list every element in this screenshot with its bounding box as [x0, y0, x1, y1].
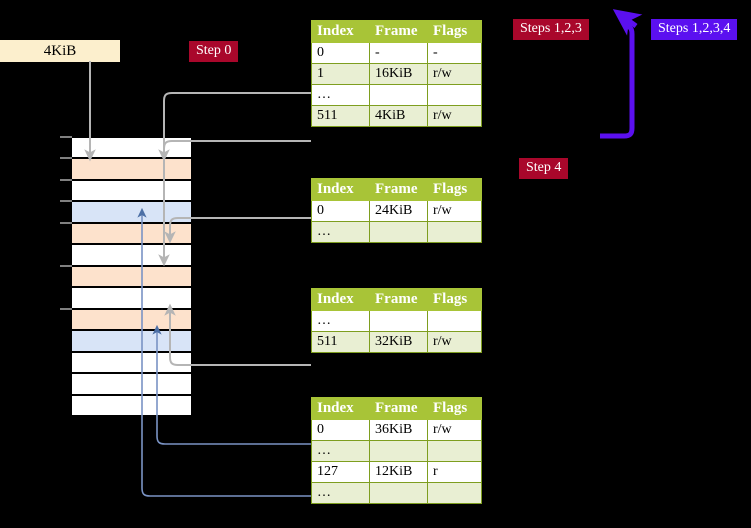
column-header-frame: Frame [369, 288, 428, 311]
cell-index: 1 [311, 63, 370, 85]
column-header-frame: Frame [369, 178, 428, 201]
cell-frame: 36KiB [369, 419, 428, 441]
cell-frame [369, 440, 428, 462]
column-header-frame: Frame [369, 20, 428, 43]
badge-step-0: Step 0 [189, 41, 239, 62]
cell-frame: 16KiB [369, 63, 428, 85]
cell-frame: 12KiB [369, 461, 428, 483]
memory-tick-mark [60, 200, 72, 203]
cell-flags [427, 221, 482, 243]
memory-frame-row [72, 394, 191, 416]
cell-flags: r/w [427, 200, 482, 222]
cell-flags: - [427, 42, 482, 64]
memory-frame-row [72, 137, 191, 159]
cell-flags: r/w [427, 419, 482, 441]
memory-frame-row [72, 179, 191, 202]
column-header-index: Index [311, 397, 370, 420]
page-size-label: 4KiB [0, 40, 120, 62]
cell-frame: - [369, 42, 428, 64]
cell-index: 0 [311, 419, 370, 441]
memory-frame-row [72, 244, 191, 266]
physical-memory-column [71, 136, 191, 416]
table-row: … [311, 310, 482, 332]
wire-pt2-row511-to-memory [164, 303, 311, 366]
memory-tick-mark [60, 178, 72, 181]
wire-steps-loop-arrow [600, 23, 635, 139]
cell-frame: 32KiB [369, 331, 428, 353]
cell-index: 0 [311, 42, 370, 64]
cell-flags [427, 310, 482, 332]
cell-frame [369, 221, 428, 243]
cell-index: … [311, 310, 370, 332]
cell-index: … [311, 221, 370, 243]
cell-flags: r/w [427, 105, 482, 127]
cell-index: 511 [311, 331, 370, 353]
cell-index: … [311, 84, 370, 106]
memory-frame-row [72, 158, 191, 180]
column-header-index: Index [311, 20, 370, 43]
memory-tick-mark [60, 221, 72, 224]
column-header-index: Index [311, 288, 370, 311]
cell-flags: r/w [427, 331, 482, 353]
cell-frame [369, 310, 428, 332]
cell-index: 127 [311, 461, 370, 483]
cell-flags: r [427, 461, 482, 483]
memory-tick-mark [60, 136, 72, 138]
column-header-flags: Flags [427, 397, 482, 420]
memory-tick-mark [60, 157, 72, 160]
cell-frame [369, 84, 428, 106]
memory-frame-row [72, 373, 191, 395]
column-header-flags: Flags [427, 20, 482, 43]
table-row: … [311, 84, 482, 106]
column-header-frame: Frame [369, 397, 428, 420]
column-header-index: Index [311, 178, 370, 201]
memory-frame-row [72, 351, 191, 374]
table-row: 0-- [311, 42, 482, 64]
cell-flags [427, 482, 482, 504]
wire-pt1-row0-to-memory [164, 217, 311, 244]
memory-frame-row [72, 308, 191, 331]
cell-frame [369, 482, 428, 504]
badge-steps-1-2-3-4: Steps 1,2,3,4 [651, 19, 738, 40]
table-row: … [311, 440, 482, 462]
column-header-flags: Flags [427, 178, 482, 201]
memory-frame-row [72, 201, 191, 223]
memory-tick-mark [60, 264, 72, 267]
cell-index: 511 [311, 105, 370, 127]
cell-flags [427, 440, 482, 462]
memory-tick-mark [60, 307, 72, 310]
badge-steps-1-2-3: Steps 1,2,3 [513, 19, 589, 40]
cell-index: … [311, 440, 370, 462]
cell-flags: r/w [427, 63, 482, 85]
memory-frame-row [72, 222, 191, 245]
memory-frame-row [72, 287, 191, 309]
memory-frame-row [72, 330, 191, 352]
column-header-flags: Flags [427, 288, 482, 311]
cell-frame: 4KiB [369, 105, 428, 127]
cell-flags [427, 84, 482, 106]
memory-frame-row [72, 265, 191, 288]
badge-step-4: Step 4 [519, 158, 569, 179]
wire-steps-loop-head [612, 9, 643, 36]
cell-frame: 24KiB [369, 200, 428, 222]
table-row: … [311, 221, 482, 243]
cell-index: 0 [311, 200, 370, 222]
table-row: … [311, 482, 482, 504]
cell-index: … [311, 482, 370, 504]
